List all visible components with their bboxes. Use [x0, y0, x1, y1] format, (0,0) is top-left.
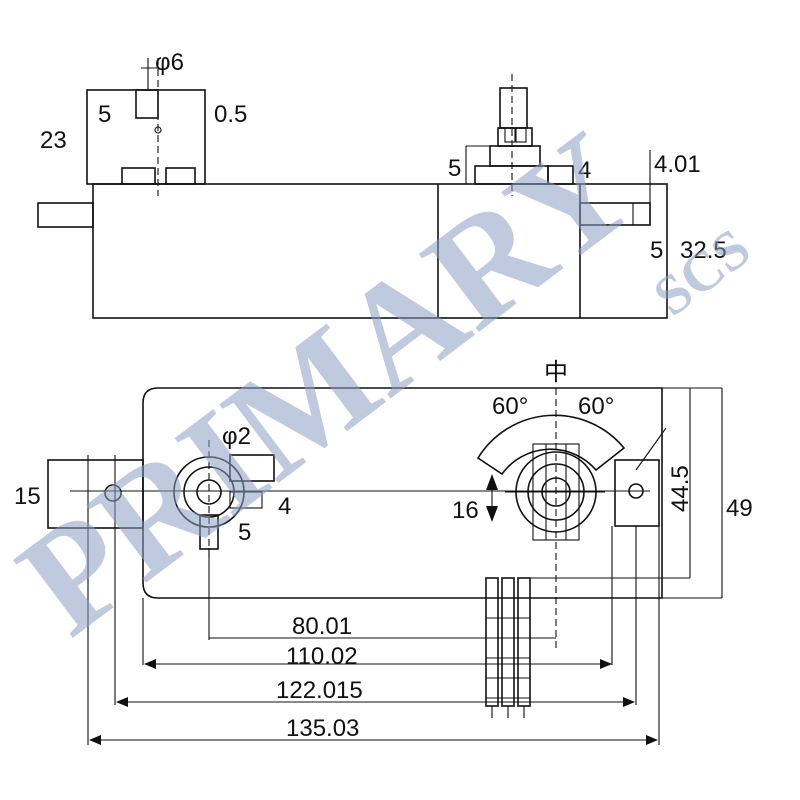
label-49: 49 [726, 495, 753, 522]
label-4: 4 [578, 157, 591, 184]
right-mount-tab [614, 459, 660, 527]
left-bearing-clamp-lower [229, 491, 263, 509]
label-5-plan: 5 [238, 519, 251, 546]
dim-16-arrow-down [486, 506, 498, 522]
label-60-left: 60° [492, 393, 528, 420]
dim-16-arrow-up [486, 474, 498, 490]
left-bearing-clamp [229, 454, 275, 482]
left-bracket-hole [154, 126, 162, 134]
right-tab-leader [635, 427, 667, 471]
label-4-plan: 4 [278, 493, 291, 520]
left-mount-hole [104, 484, 122, 502]
plan-body [142, 387, 663, 599]
label-110-02: 110.02 [286, 643, 358, 670]
label-16: 16 [452, 497, 479, 524]
label-44-5: 44.5 [667, 465, 694, 512]
label-5-shaft: 5 [650, 237, 663, 264]
left-bracket-foot-1 [121, 167, 156, 185]
right-base-tab [547, 165, 574, 185]
label-phi6: φ6 [155, 49, 184, 76]
left-bracket-foot-2 [165, 167, 196, 185]
label-122-015: 122.015 [276, 677, 363, 704]
left-bracket-slot [135, 89, 159, 119]
label-15: 15 [14, 483, 41, 510]
right-post [499, 87, 528, 129]
label-135-03: 135.03 [286, 715, 359, 742]
side-body [92, 183, 668, 319]
label-5-left: 5 [98, 101, 111, 128]
label-5-right: 5 [448, 155, 461, 182]
label-32-5: 32.5 [680, 237, 727, 264]
left-shaft [37, 202, 94, 228]
label-phi2: φ2 [222, 423, 251, 450]
label-60-right: 60° [578, 393, 614, 420]
label-0-5: 0.5 [214, 101, 247, 128]
plan-view [47, 387, 723, 745]
label-4-01: 4.01 [654, 151, 701, 178]
label-23: 23 [40, 127, 67, 154]
label-80-01: 80.01 [292, 613, 352, 640]
side-view [37, 58, 668, 319]
watermark: PRIMARY SCS [0, 101, 762, 667]
left-mount-tab [47, 459, 144, 529]
rotary-sector [476, 414, 626, 476]
terminal-strips [485, 577, 531, 718]
label-center-mark: 中 [544, 359, 568, 386]
dimension-lines [89, 637, 658, 745]
